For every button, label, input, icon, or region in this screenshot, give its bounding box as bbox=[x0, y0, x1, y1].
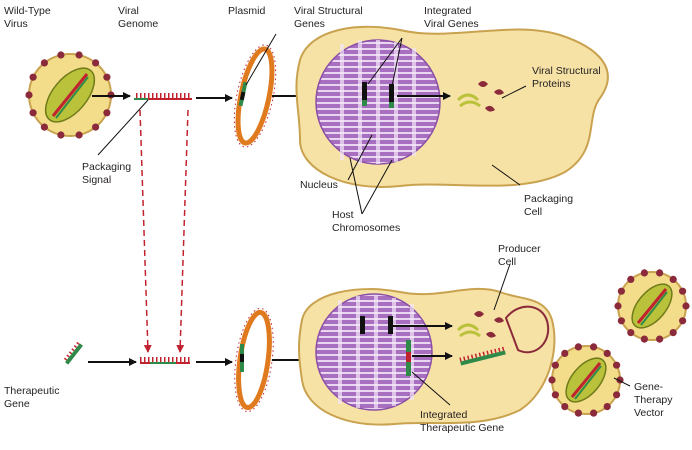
label-line: Packaging bbox=[82, 161, 131, 173]
virus-spike bbox=[613, 391, 620, 398]
virus-spike bbox=[641, 336, 648, 343]
virus-spike bbox=[618, 288, 625, 295]
gene-therapy-vector-icon bbox=[614, 269, 689, 342]
label-line: Therapeutic bbox=[4, 385, 59, 397]
virus-spike bbox=[627, 276, 634, 283]
label-line: Viral Genes bbox=[424, 18, 479, 30]
virus-spike bbox=[682, 302, 689, 309]
label-line: Vector bbox=[634, 407, 664, 419]
label-line: Nucleus bbox=[300, 179, 338, 191]
therapeutic-gene-icon bbox=[63, 341, 83, 364]
virus-spike bbox=[670, 276, 677, 283]
virus-spike bbox=[92, 59, 99, 66]
virus-spike bbox=[618, 317, 625, 324]
label-line: Cell bbox=[498, 256, 516, 268]
virus-spike bbox=[604, 350, 611, 357]
virus-spike bbox=[30, 74, 37, 81]
label-line: Wild-Type bbox=[4, 5, 51, 17]
virus-spike bbox=[656, 269, 663, 276]
label-line: Viral bbox=[118, 5, 139, 17]
virus-spike bbox=[552, 391, 559, 398]
virus-spike bbox=[57, 51, 64, 58]
virus-spike bbox=[575, 343, 582, 350]
virus-spike bbox=[103, 109, 110, 116]
label-line: Gene- bbox=[634, 381, 664, 393]
nucleus-icon bbox=[316, 40, 440, 164]
virus-spike bbox=[76, 131, 83, 138]
label-plasmid: Plasmid bbox=[228, 5, 266, 17]
label-line: Packaging bbox=[524, 193, 573, 205]
dashed-arrow-left bbox=[140, 110, 148, 352]
label-line: Proteins bbox=[532, 78, 571, 90]
plasmid-bottom-icon bbox=[229, 306, 279, 414]
label-line: Gene bbox=[4, 398, 30, 410]
label-line: Virus bbox=[4, 18, 28, 30]
label-line: Producer bbox=[498, 243, 541, 255]
label-line: Host bbox=[332, 209, 354, 221]
label-line: Therapy bbox=[634, 394, 673, 406]
label-line: Viral Structural bbox=[532, 65, 601, 77]
recombinant-genome-icon bbox=[140, 357, 190, 364]
virus-spike bbox=[575, 410, 582, 417]
virus-spike bbox=[614, 302, 621, 309]
virus-spike bbox=[57, 131, 64, 138]
virus-spike bbox=[548, 376, 555, 383]
label-line: Viral Structural bbox=[294, 5, 363, 17]
label-line: Integrated bbox=[420, 409, 467, 421]
label-line: Chromosomes bbox=[332, 222, 400, 234]
virus-spike bbox=[561, 350, 568, 357]
virus-spike bbox=[679, 317, 686, 324]
virus-spike bbox=[561, 403, 568, 410]
virus-spike bbox=[679, 288, 686, 295]
dashed-arrow-right bbox=[180, 110, 188, 352]
virus-spike bbox=[670, 329, 677, 336]
virus-spike bbox=[41, 124, 48, 131]
label-line: Integrated bbox=[424, 5, 471, 17]
virus-spike bbox=[76, 51, 83, 58]
virus-spike bbox=[103, 74, 110, 81]
gene-therapy-vector-icon-2 bbox=[548, 343, 623, 416]
virus-spike bbox=[25, 91, 32, 98]
label-line: Genes bbox=[294, 18, 325, 30]
virus-spike bbox=[627, 329, 634, 336]
virus-spike bbox=[656, 336, 663, 343]
label-line: Signal bbox=[82, 174, 111, 186]
virus-spike bbox=[552, 362, 559, 369]
virus-spike bbox=[590, 410, 597, 417]
label-nucleus: Nucleus bbox=[300, 179, 338, 191]
virus-spike bbox=[30, 109, 37, 116]
label-line: Cell bbox=[524, 206, 542, 218]
label-line: Therapeutic Gene bbox=[420, 422, 504, 434]
nucleus-bottom-icon bbox=[316, 294, 432, 410]
virus-spike bbox=[604, 403, 611, 410]
virus-spike bbox=[641, 269, 648, 276]
virus-spike bbox=[590, 343, 597, 350]
virus-spike bbox=[92, 124, 99, 131]
label-line: Genome bbox=[118, 18, 158, 30]
virus-spike bbox=[613, 362, 620, 369]
virus-spike bbox=[41, 59, 48, 66]
label-line: Plasmid bbox=[228, 5, 266, 17]
viral-genome-icon bbox=[134, 93, 192, 100]
